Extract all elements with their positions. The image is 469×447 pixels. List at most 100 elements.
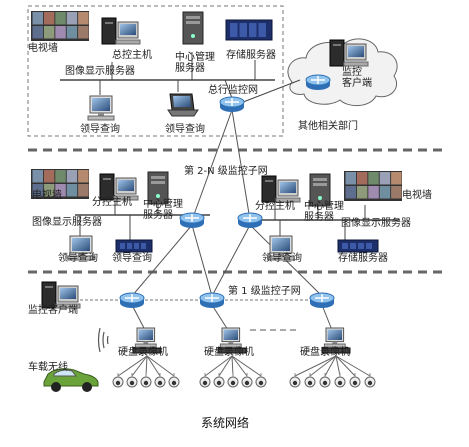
hq-storage-server-icon (225, 19, 273, 41)
camera-icon (168, 373, 180, 388)
camera-link (335, 355, 371, 377)
hq-network-label: 总行监控网 (208, 85, 258, 96)
hq-center-server-label: 中心管理 服务器 (175, 52, 215, 74)
downlink (211, 224, 251, 297)
uplink (191, 109, 233, 221)
camera-link (145, 355, 148, 377)
l1-dvr-1-icon (132, 347, 162, 354)
l2r-image-display-label: 图像显示服务器 (341, 218, 411, 229)
hq-router-icon (219, 96, 245, 112)
l2r-leader-icon (267, 235, 295, 261)
l2-center-server-icon (147, 171, 169, 205)
hq-tv-wall-icon (31, 11, 89, 41)
camera-link (131, 355, 148, 377)
camera-icon (199, 373, 211, 388)
hq-image-display-label: 图像显示服务器 (65, 66, 135, 77)
camera-link (324, 355, 337, 377)
uplink (231, 109, 251, 221)
l2-tv-wall-icon (31, 169, 89, 199)
camera-icon (227, 373, 239, 388)
l2-sub-host-label: 分控主机 (92, 197, 132, 208)
l1-dvr-3-label: 硬盘录像机 (300, 347, 350, 358)
downlink (131, 224, 193, 297)
l2r-tv-wall-label: 电视墙 (402, 190, 432, 201)
hq-leader-2-icon (167, 93, 199, 117)
camera-link (117, 355, 148, 377)
camera-icon (304, 373, 316, 388)
other-dept-label: 其他相关部门 (298, 121, 358, 132)
link (237, 79, 301, 105)
camera-link (146, 355, 175, 377)
camera-icon (334, 373, 346, 388)
l1-dvr-1-label: 硬盘录像机 (118, 347, 168, 358)
other-client-icon (329, 39, 369, 67)
l1-router-2-icon (199, 292, 225, 308)
hq-center-server-icon (182, 11, 204, 45)
hq-region-border (27, 5, 284, 137)
camera-icon (241, 373, 253, 388)
l2-left-router-icon (179, 212, 205, 228)
other-router-icon (305, 74, 331, 90)
camera-link (146, 355, 161, 377)
camera-icon (140, 373, 152, 388)
l2-title: 第 2-N 级监控子网 (184, 166, 268, 177)
hq-leader-2-label: 领导查询 (165, 124, 205, 135)
camera-icon (364, 373, 376, 388)
l1-vehicle-label: 车载无线 (28, 362, 68, 373)
l1-router-3-icon (309, 292, 335, 308)
camera-icon (319, 373, 331, 388)
l2-image-display-label: 图像显示服务器 (32, 217, 102, 228)
l1-dvr-2-icon (217, 347, 247, 354)
l2-tv-wall-label: 电视墙 (32, 190, 62, 201)
hq-storage-label: 存储服务器 (226, 50, 276, 61)
l1-dvr-3-icon (321, 347, 351, 354)
l1-dvr-1-icon-screen (134, 327, 157, 348)
l2r-center-server-label: 中心管理 服务器 (304, 201, 344, 223)
l1-wireless-icon (97, 327, 109, 353)
l2r-storage-server-icon (337, 239, 379, 253)
link (224, 79, 233, 99)
other-client-label: 监控 客户端 (342, 67, 372, 89)
hq-leader-1-label: 领导查询 (80, 124, 120, 135)
camera-icon (289, 373, 301, 388)
hq-leader-1-icon (87, 95, 115, 121)
hq-main-host-label: 总控主机 (112, 50, 152, 61)
l2r-sub-host-icon (261, 175, 301, 203)
camera-link (231, 355, 262, 377)
camera-link (218, 355, 233, 377)
camera-icon (126, 373, 138, 388)
camera-link (231, 355, 234, 377)
l2-right-router-icon (237, 212, 263, 228)
l2-center-server-label: 中心管理 服务器 (143, 199, 183, 221)
l2-leader-2-icon (115, 239, 153, 253)
l1-router-1-icon (119, 292, 145, 308)
l1-client-icon (41, 281, 81, 309)
l2-sub-host-icon (99, 173, 139, 201)
l1-dvr-2-icon-screen (219, 327, 242, 348)
l2r-center-server-icon (309, 173, 331, 207)
l2r-leader-label: 领导查询 (262, 253, 302, 264)
camera-icon (213, 373, 225, 388)
l2-leader-1-icon (67, 235, 95, 261)
l2-leader-1-label: 领导查询 (58, 253, 98, 264)
l2r-storage-label: 存储服务器 (338, 253, 388, 264)
l2r-sub-host-label: 分控主机 (255, 201, 295, 212)
link (211, 304, 229, 331)
l1-client-label: 监控客户端 (28, 305, 78, 316)
camera-link (335, 355, 341, 377)
camera-link (294, 355, 337, 377)
camera-icon (112, 373, 124, 388)
l1-dvr-3-icon-screen (323, 327, 346, 348)
camera-link (231, 355, 248, 377)
camera-icon (255, 373, 267, 388)
camera-icon (349, 373, 361, 388)
camera-link (335, 355, 356, 377)
l2r-tv-wall-icon (344, 171, 402, 201)
camera-link (204, 355, 233, 377)
figure-caption: 系统网络 (201, 416, 250, 430)
hq-main-host-icon (101, 17, 141, 45)
link (131, 304, 146, 331)
downlink (191, 224, 213, 297)
